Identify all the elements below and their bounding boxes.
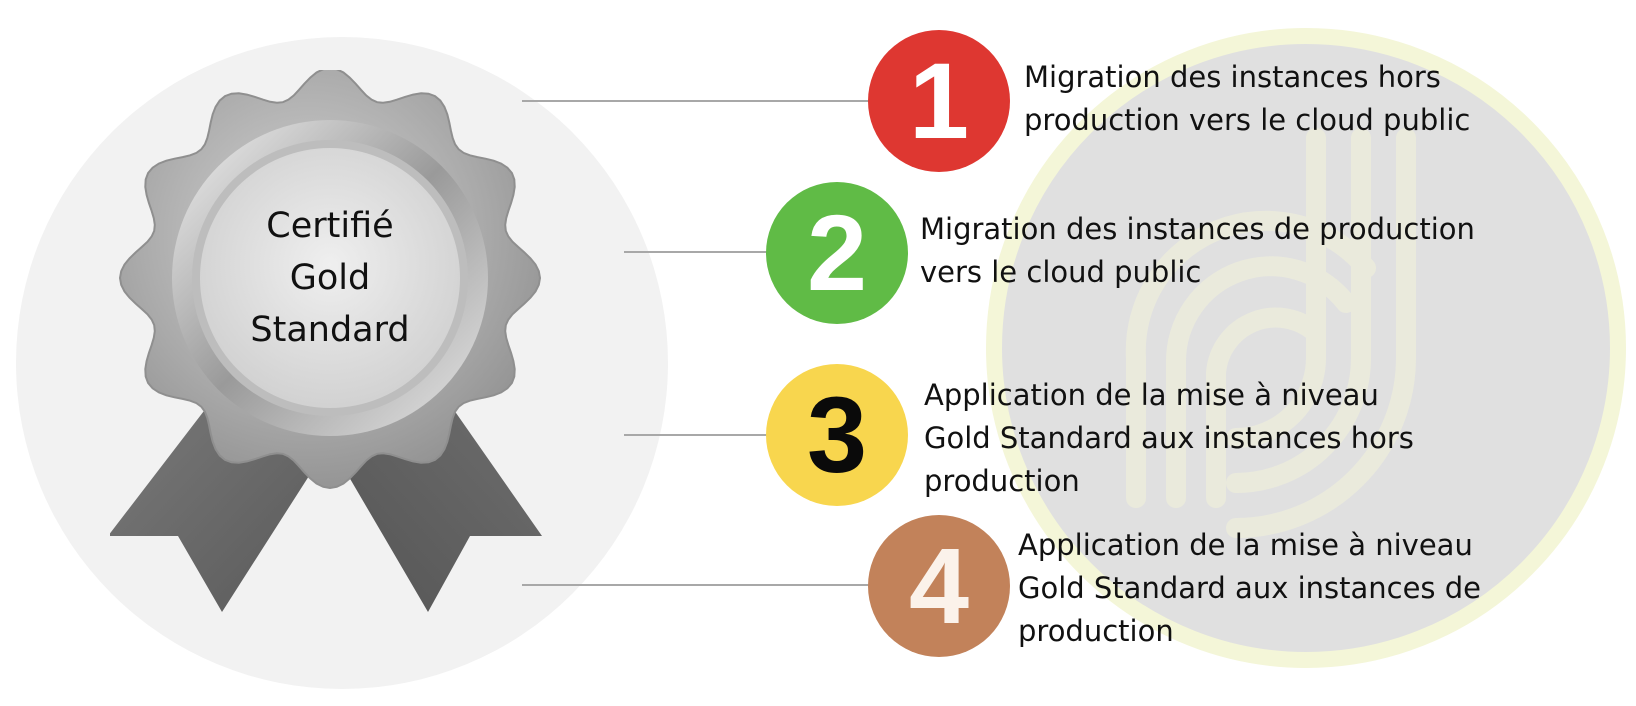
badge-line-1: Certifié bbox=[266, 206, 394, 246]
step-1-line-1: Migration des instances hors bbox=[1024, 60, 1441, 94]
step-4-number-circle: 4 bbox=[868, 515, 1010, 657]
step-1-description: Migration des instances hors production … bbox=[1024, 56, 1470, 142]
seal-face-shape bbox=[200, 148, 460, 408]
step-2-number-circle: 2 bbox=[766, 182, 908, 324]
step-3-description: Application de la mise à niveau Gold Sta… bbox=[924, 374, 1414, 503]
step-2-line-2: vers le cloud public bbox=[920, 255, 1202, 289]
step-4-line-3: production bbox=[1018, 614, 1174, 648]
step-1-line-2: production vers le cloud public bbox=[1024, 103, 1471, 137]
connector-line-2 bbox=[624, 251, 770, 253]
connector-line-4 bbox=[522, 584, 872, 586]
step-3-number-circle: 3 bbox=[766, 364, 908, 506]
step-3-line-1: Application de la mise à niveau bbox=[924, 378, 1379, 412]
step-3-number: 3 bbox=[806, 374, 868, 495]
badge-line-3: Standard bbox=[250, 310, 410, 350]
step-1-number: 1 bbox=[908, 40, 970, 161]
connector-line-1 bbox=[522, 100, 872, 102]
step-2-description: Migration des instances de production ve… bbox=[920, 208, 1475, 294]
step-3-line-2: Gold Standard aux instances hors bbox=[924, 421, 1414, 455]
watermark-logo-icon bbox=[986, 28, 1626, 668]
gold-standard-badge: Certifié Gold Standard bbox=[110, 70, 580, 670]
badge-label: Certifié Gold Standard bbox=[190, 200, 470, 356]
badge-line-2: Gold bbox=[289, 258, 371, 298]
step-4-number: 4 bbox=[908, 525, 970, 646]
step-1-number-circle: 1 bbox=[868, 30, 1010, 172]
step-4-line-2: Gold Standard aux instances de bbox=[1018, 571, 1482, 605]
step-2-number: 2 bbox=[806, 192, 868, 313]
connector-line-3 bbox=[624, 434, 770, 436]
step-4-description: Application de la mise à niveau Gold Sta… bbox=[1018, 524, 1481, 653]
step-4-line-1: Application de la mise à niveau bbox=[1018, 528, 1473, 562]
step-2-line-1: Migration des instances de production bbox=[920, 212, 1475, 246]
step-3-line-3: production bbox=[924, 464, 1080, 498]
